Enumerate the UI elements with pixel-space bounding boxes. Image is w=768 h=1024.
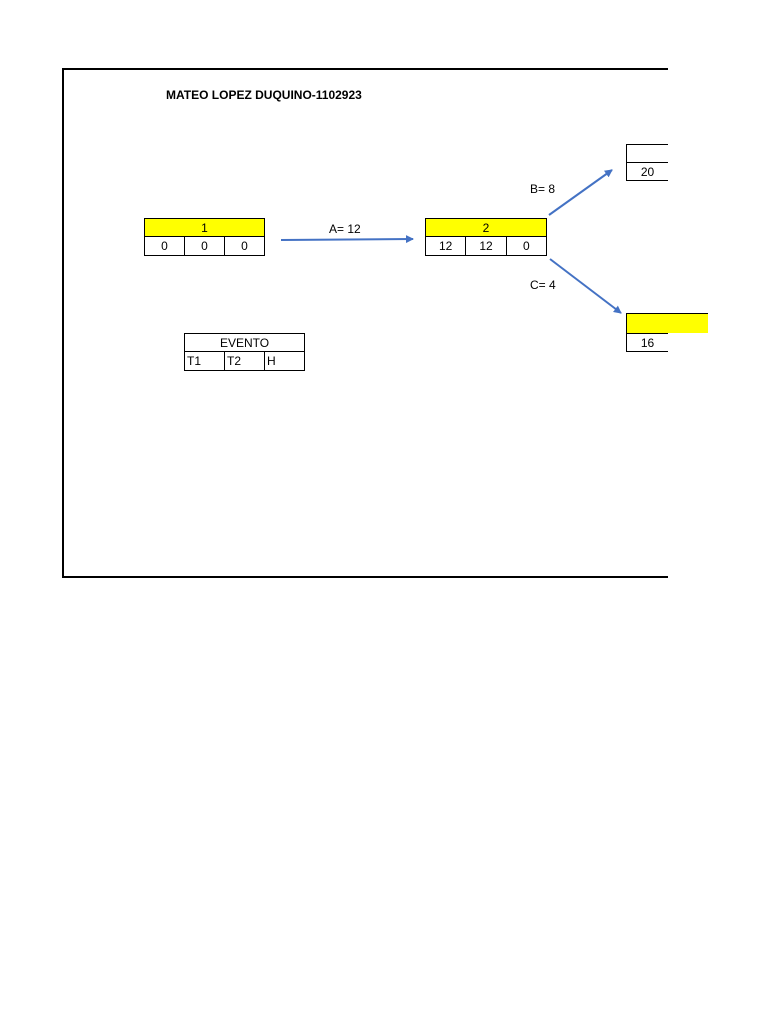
event-node-4-header <box>626 313 708 333</box>
legend-t2: T2 <box>225 352 265 370</box>
event-node-2: 2 12 12 0 <box>425 218 547 256</box>
activity-a-label: A= 12 <box>329 222 361 236</box>
legend-h: H <box>267 354 276 368</box>
activity-b-arrow <box>548 169 613 216</box>
event-legend: EVENTO T1 T2 H <box>184 333 305 371</box>
activity-b-label: B= 8 <box>530 182 556 196</box>
activity-c-label: C= 4 <box>530 278 556 292</box>
event-node-2-t1: 12 <box>426 237 467 255</box>
event-node-1-label: 1 <box>144 218 265 237</box>
event-node-1: 1 0 0 0 <box>144 218 265 256</box>
event-node-4-t1: 16 <box>626 333 668 352</box>
event-node-2-h: 0 <box>522 239 530 253</box>
diagram-frame <box>62 68 668 578</box>
event-node-2-t2: 12 <box>466 237 507 255</box>
activity-a-arrow <box>280 235 414 244</box>
event-node-1-t2: 0 <box>185 237 225 255</box>
event-node-1-h: 0 <box>241 239 248 253</box>
page-title: MATEO LOPEZ DUQUINO-1102923 <box>166 88 362 102</box>
event-node-1-t1: 0 <box>145 237 185 255</box>
activity-c-arrow <box>549 258 622 314</box>
event-node-2-label: 2 <box>425 218 547 237</box>
legend-header: EVENTO <box>184 333 305 352</box>
legend-t1: T1 <box>185 352 225 370</box>
event-node-3-t1: 20 <box>626 162 668 181</box>
